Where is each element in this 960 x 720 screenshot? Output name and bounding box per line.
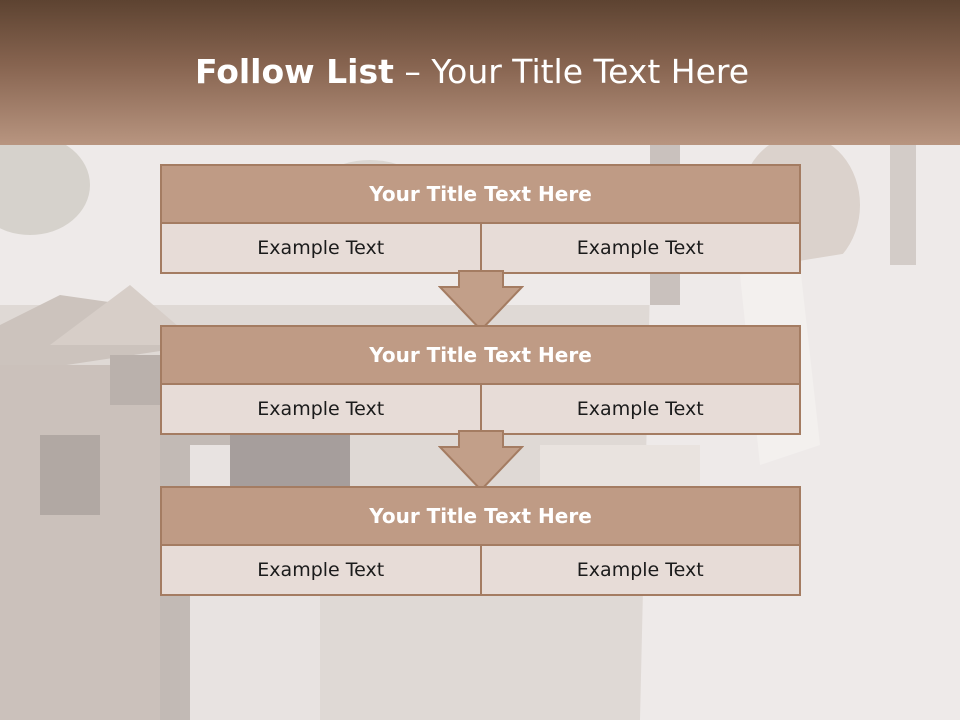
step-cell-left: Example Text	[162, 385, 480, 433]
step-title: Your Title Text Here	[162, 488, 799, 546]
step-cell-left: Example Text	[162, 224, 480, 272]
step-title: Your Title Text Here	[162, 327, 799, 385]
step-cell-right: Example Text	[479, 224, 799, 272]
header-band: Follow List – Your Title Text Here	[0, 0, 960, 145]
step-cell-right: Example Text	[479, 546, 799, 594]
down-arrow-icon	[438, 430, 524, 492]
step-box-2: Your Title Text Here Example Text Exampl…	[160, 325, 801, 435]
step-cell-right: Example Text	[479, 385, 799, 433]
step-row: Example Text Example Text	[162, 224, 799, 272]
step-box-3: Your Title Text Here Example Text Exampl…	[160, 486, 801, 596]
step-row: Example Text Example Text	[162, 385, 799, 433]
step-row: Example Text Example Text	[162, 546, 799, 594]
step-cell-left: Example Text	[162, 546, 480, 594]
step-box-1: Your Title Text Here Example Text Exampl…	[160, 164, 801, 274]
slide-title: Follow List – Your Title Text Here	[0, 52, 944, 91]
down-arrow-icon	[438, 270, 524, 332]
slide-title-rest: – Your Title Text Here	[393, 52, 750, 91]
step-title: Your Title Text Here	[162, 166, 799, 224]
slide-title-bold: Follow List	[194, 52, 394, 91]
